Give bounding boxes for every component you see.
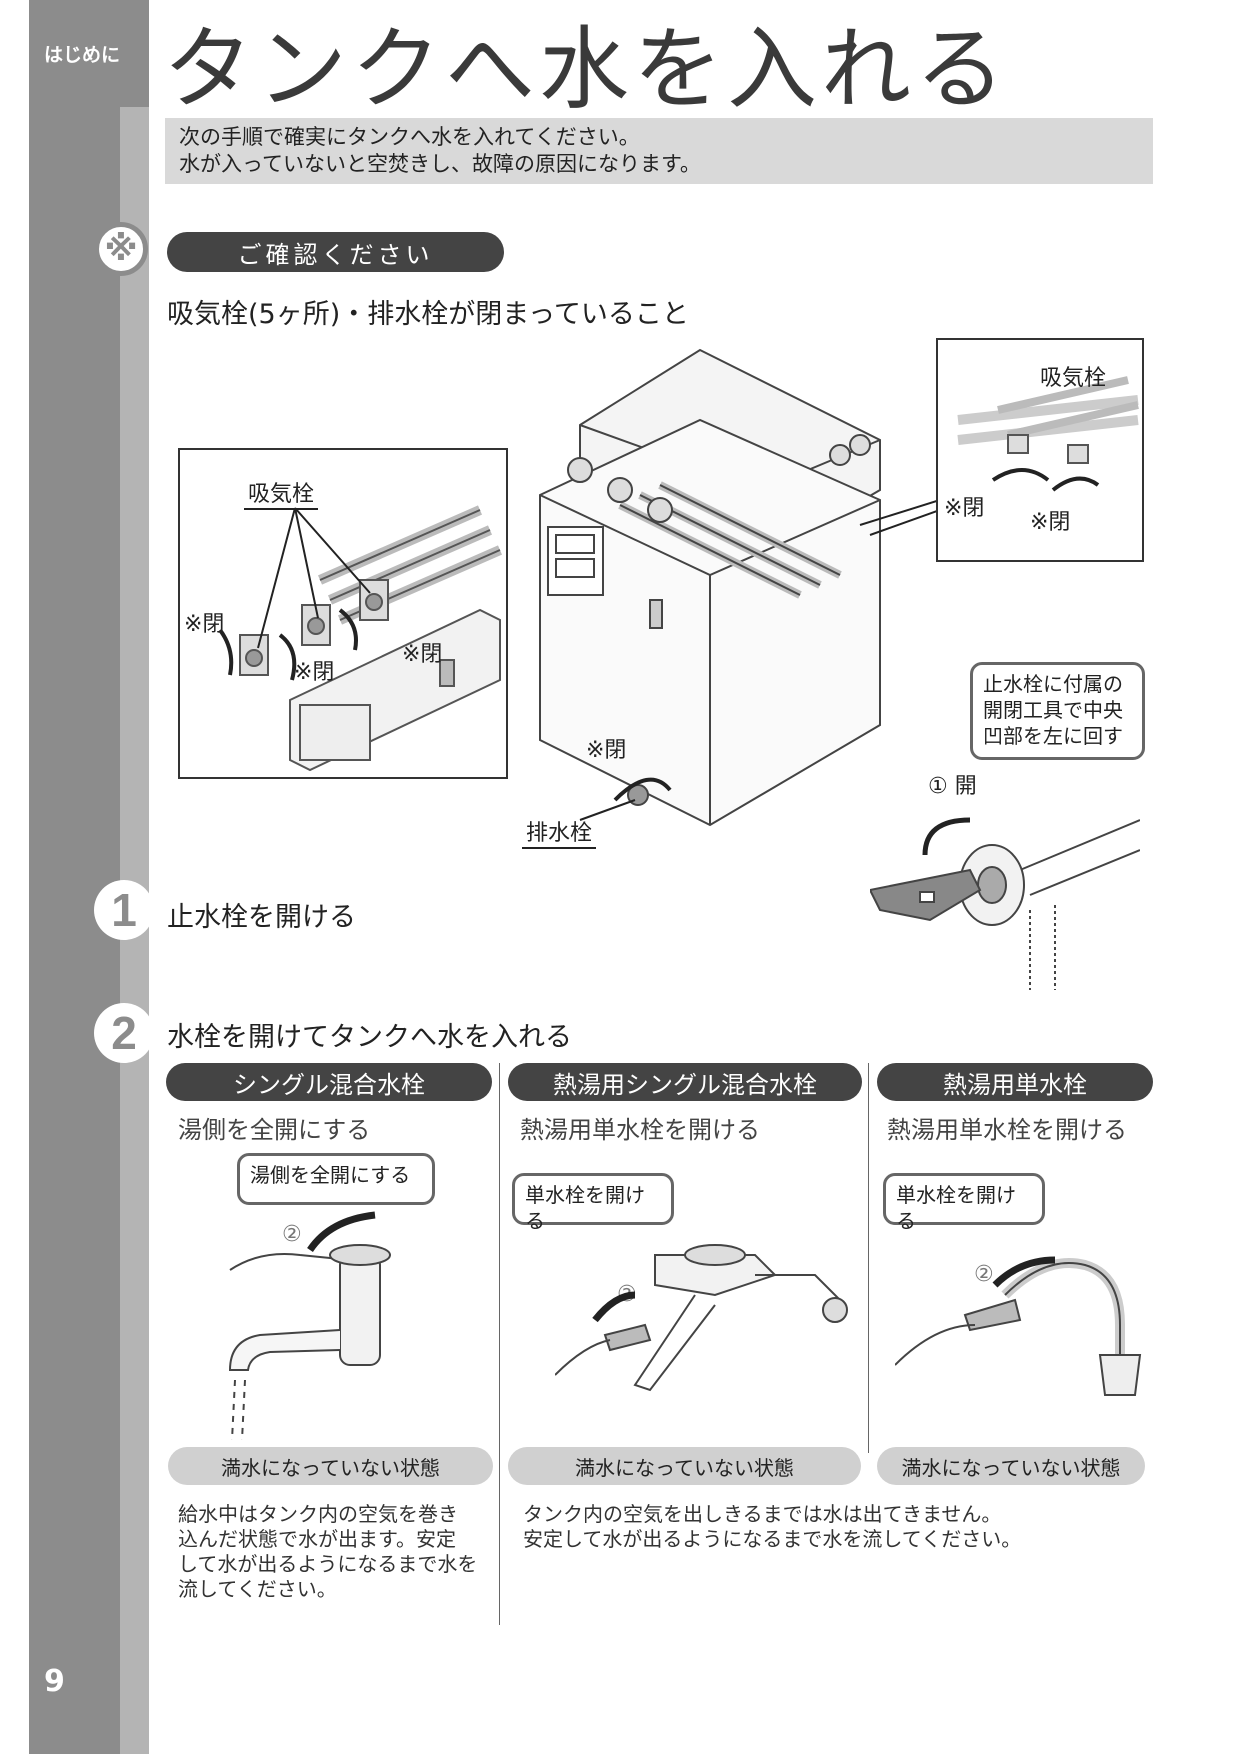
step-2-text: 水栓を開けてタンクへ水を入れる	[167, 1022, 572, 1053]
tank-illustration	[500, 345, 941, 835]
check-pill: ご確認ください	[167, 232, 504, 272]
note-left: 給水中はタンク内の空気を巻き 込んだ状態で水が出ます。安定 して水が出るようにな…	[178, 1502, 488, 1602]
step-1-text: 止水栓を開ける	[167, 902, 356, 933]
column-1-bubble: 湯側を全開にする	[237, 1153, 435, 1205]
intro-box: 次の手順で確実にタンクへ水を入れてください。 水が入っていないと空焚きし、故障の…	[165, 118, 1153, 184]
stop-valve-illustration	[868, 800, 1141, 990]
note-left-line-3: して水が出るようになるまで水を	[178, 1552, 478, 1576]
check-badge: ※	[94, 222, 148, 276]
column-3-instruction: 熱湯用単水栓を開ける	[887, 1116, 1127, 1144]
note-right-line-1: タンク内の空気を出しきるまでは水は出てきません。	[523, 1502, 1002, 1526]
step-1-bubble-line-3: 凹部を左に回す	[983, 724, 1123, 748]
column-2-bubble: 単水栓を開ける	[512, 1173, 674, 1233]
column-divider-2	[868, 1063, 869, 1453]
stop-valve-tool-illustration	[868, 817, 1141, 990]
step-1-open-label: ① 開	[928, 774, 977, 799]
column-3-header: 熱湯用単水栓	[877, 1063, 1153, 1101]
column-2-instruction: 熱湯用単水栓を開ける	[520, 1116, 760, 1144]
step-1-badge: 1	[94, 880, 154, 940]
column-1-instruction: 湯側を全開にする	[178, 1116, 371, 1144]
valves-closeup-illustration	[218, 505, 503, 772]
column-3-illustration	[894, 1255, 1145, 1405]
tank-closed-label: ※閉	[586, 738, 627, 763]
step-1-bubble-line-1: 止水栓に付属の	[983, 672, 1123, 696]
left-inset-closed-1: ※閉	[184, 612, 225, 637]
section-tab-label: はじめに	[44, 44, 121, 66]
step-1-bubble: 止水栓に付属の 開閉工具で中央 凹部を左に回す	[970, 662, 1145, 760]
column-3-step-marker: ②	[974, 1262, 994, 1287]
left-inset-valve-label: 吸気栓	[244, 476, 319, 510]
left-inset-closed-3: ※閉	[402, 642, 443, 667]
column-2-state: 満水になっていない状態	[508, 1447, 861, 1485]
hot-water-single-faucet-illustration	[894, 1256, 1142, 1396]
note-left-line-4: 流してください。	[178, 1577, 337, 1601]
column-2-illustration	[554, 1235, 855, 1405]
intro-line-1: 次の手順で確実にタンクへ水を入れてください。	[179, 125, 640, 149]
note-right-line-2: 安定して水が出るようになるまで水を流してください。	[523, 1527, 1022, 1551]
right-inset-closed-2: ※閉	[1030, 510, 1071, 535]
left-inset-closed-2: ※閉	[294, 660, 335, 685]
hot-water-mixer-faucet-illustration	[554, 1244, 848, 1392]
page-title: タンクへ水を入れる	[163, 17, 1009, 122]
check-badge-symbol: ※	[104, 229, 138, 269]
drain-valve-label: 排水栓	[522, 815, 597, 849]
column-1-state: 満水になっていない状態	[168, 1447, 493, 1485]
water-heater-tank-illustration	[539, 348, 941, 827]
check-heading: 吸気栓(5ヶ所)・排水栓が閉まっていること	[167, 299, 689, 330]
right-inset-closed-1: ※閉	[944, 496, 985, 521]
column-divider-1	[499, 1063, 500, 1625]
right-inset-illustration	[936, 338, 1144, 562]
column-2-header: 熱湯用シングル混合水栓	[508, 1063, 862, 1101]
intro-line-2: 水が入っていないと空焚きし、故障の原因になります。	[179, 152, 701, 176]
step-1-bubble-line-2: 開閉工具で中央	[983, 698, 1123, 722]
note-left-line-1: 給水中はタンク内の空気を巻き	[178, 1502, 458, 1526]
column-1-step-marker: ②	[282, 1222, 302, 1247]
column-1-header: シングル混合水栓	[166, 1063, 492, 1101]
page-number: 9	[44, 1664, 65, 1699]
column-1-illustration	[220, 1210, 400, 1441]
column-3-state: 満水になっていない状態	[877, 1447, 1145, 1485]
step-2-badge: 2	[94, 1003, 154, 1063]
single-mixer-faucet-illustration	[228, 1211, 391, 1441]
note-left-line-2: 込んだ状態で水が出ます。安定	[178, 1527, 456, 1551]
column-3-bubble: 単水栓を開ける	[883, 1173, 1045, 1233]
rear-valves-closeup-illustration	[957, 376, 1139, 492]
left-inset-illustration	[178, 448, 508, 779]
note-right: タンク内の空気を出しきるまでは水は出てきません。 安定して水が出るようになるまで…	[523, 1502, 1143, 1552]
right-inset-valve-label: 吸気栓	[1040, 366, 1107, 391]
section-tab-background	[29, 0, 149, 107]
